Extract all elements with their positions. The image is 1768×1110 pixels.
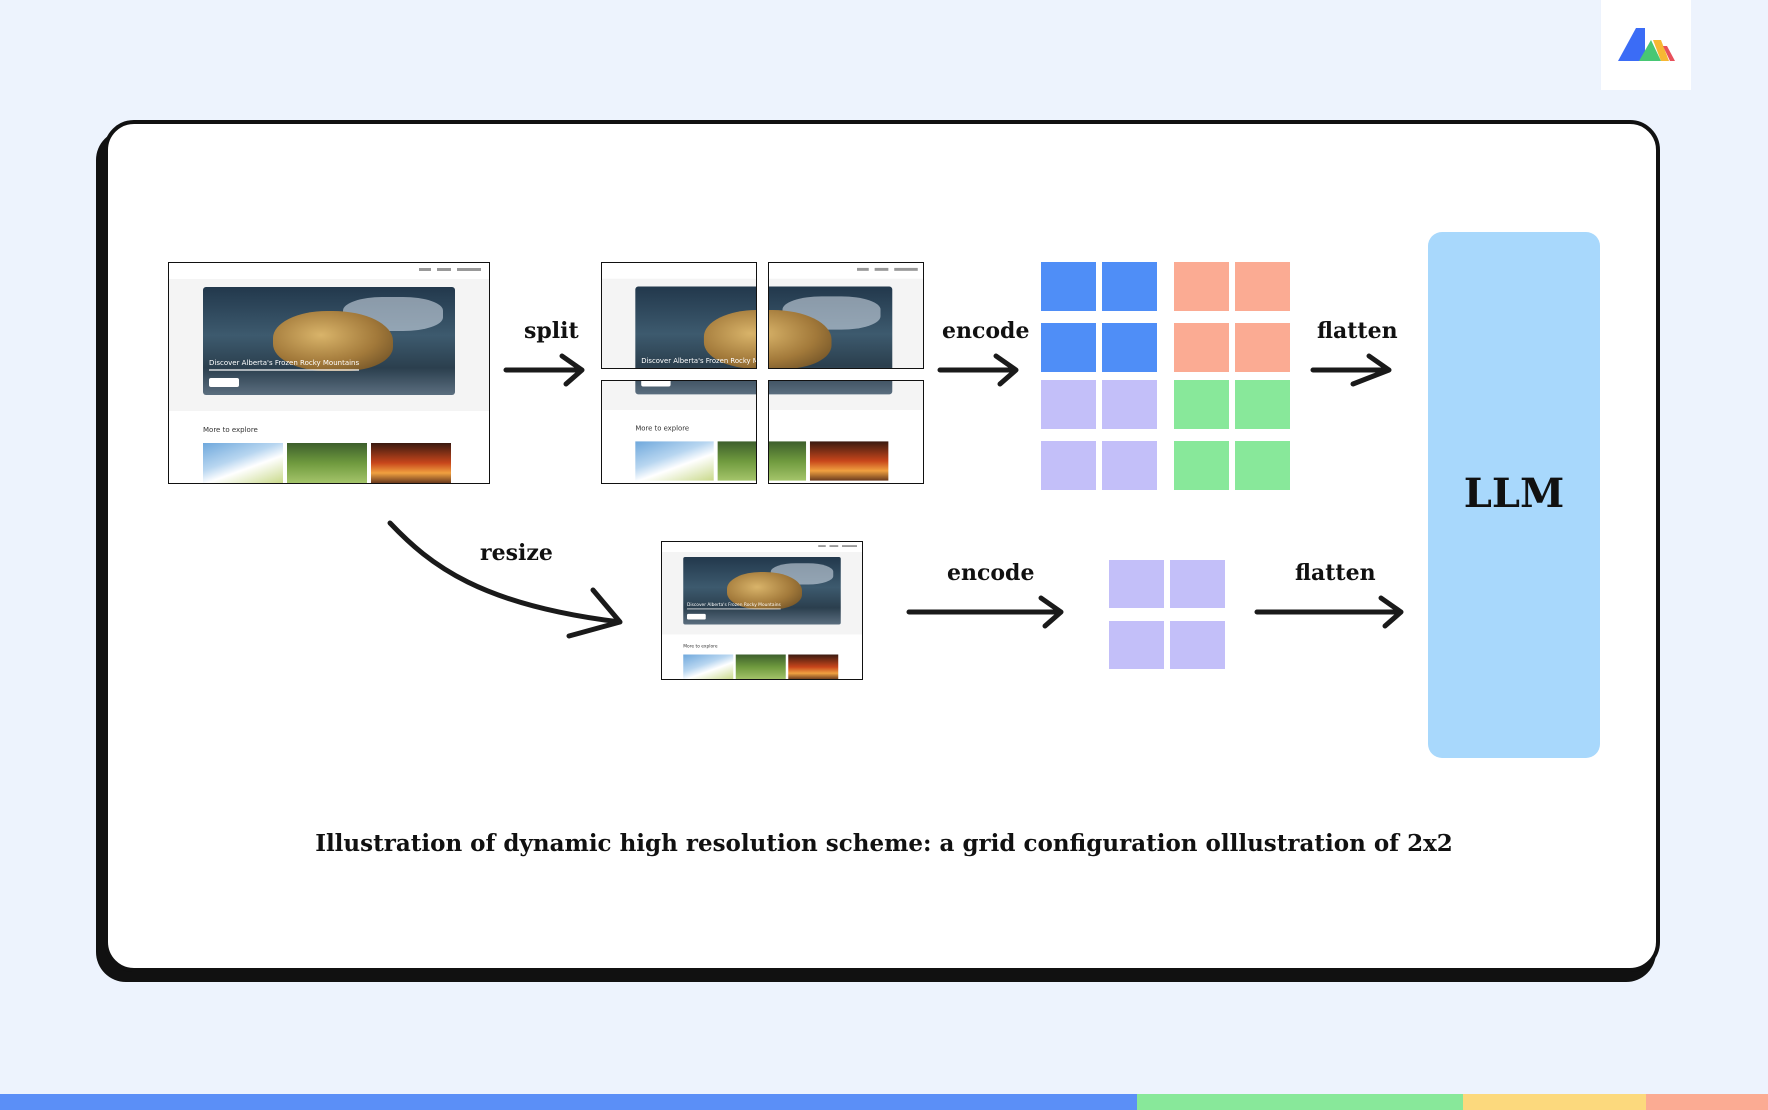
tiles-green-token xyxy=(1174,441,1229,490)
tiles-salmon-token xyxy=(1174,323,1229,372)
hero-title: Discover Alberta's Frozen Rocky Mountain… xyxy=(209,359,360,367)
tiles-salmon-token xyxy=(1174,262,1229,311)
flatten-label-bottom: flatten xyxy=(1295,560,1376,586)
resized-hero-title: Discover Alberta's Frozen Rocky Mountain… xyxy=(687,602,781,607)
flatten-arrow-top xyxy=(1310,353,1392,387)
tiles-green-token xyxy=(1235,380,1290,429)
crop-section-title: More to explore xyxy=(635,424,690,433)
tiles-blue-token xyxy=(1102,262,1157,311)
tiles-salmon-token xyxy=(1235,262,1290,311)
encode-arrow-bottom xyxy=(906,595,1064,629)
resized-section-title: More to explore xyxy=(683,643,718,649)
llm-label: LLM xyxy=(1463,470,1565,517)
tiles-green-token xyxy=(1174,380,1229,429)
tiles-lavender-token xyxy=(1041,441,1096,490)
flatten-arrow-bottom xyxy=(1254,595,1404,629)
brand-logo-icon xyxy=(1618,28,1675,61)
crop-hero-title: Discover Alberta's Frozen Rocky Mountain… xyxy=(641,357,756,365)
tiles-blue-token xyxy=(1041,323,1096,372)
tiles-blue-token xyxy=(1041,262,1096,311)
section-title: More to explore xyxy=(203,426,258,434)
tiles-green-token xyxy=(1235,441,1290,490)
split-label: split xyxy=(524,318,579,344)
figure-caption: Illustration of dynamic high resolution … xyxy=(315,830,1453,857)
tiles-resized-token xyxy=(1170,621,1225,669)
footer-segment xyxy=(1137,1094,1463,1110)
split-arrow xyxy=(503,353,585,387)
tiles-resized-token xyxy=(1109,621,1164,669)
logo-box xyxy=(1601,0,1691,90)
tiles-lavender-token xyxy=(1041,380,1096,429)
crop-top-left: Discover Alberta's Frozen Rocky Mountain… xyxy=(601,262,757,369)
footer-segment xyxy=(0,1094,1137,1110)
tiles-lavender-token xyxy=(1102,441,1157,490)
tiles-resized-token xyxy=(1109,560,1164,608)
llm-block: LLM xyxy=(1428,232,1600,758)
footer-segment xyxy=(1646,1094,1768,1110)
encode-arrow-top xyxy=(937,353,1019,387)
encode-label-top: encode xyxy=(942,318,1030,344)
flatten-label-top: flatten xyxy=(1317,318,1398,344)
crop-bottom-right xyxy=(768,380,924,484)
original-screenshot: Discover Alberta's Frozen Rocky Mountain… xyxy=(168,262,490,484)
tiles-salmon-token xyxy=(1235,323,1290,372)
resize-label: resize xyxy=(480,540,553,566)
encode-label-bottom: encode xyxy=(947,560,1035,586)
crop-top-right xyxy=(768,262,924,369)
tiles-resized-token xyxy=(1170,560,1225,608)
resize-arrow xyxy=(387,520,623,639)
resized-screenshot: Discover Alberta's Frozen Rocky Mountain… xyxy=(661,541,863,680)
tiles-blue-token xyxy=(1102,323,1157,372)
tiles-lavender-token xyxy=(1102,380,1157,429)
footer-segment xyxy=(1463,1094,1646,1110)
crop-bottom-left: More to explore xyxy=(601,380,757,484)
